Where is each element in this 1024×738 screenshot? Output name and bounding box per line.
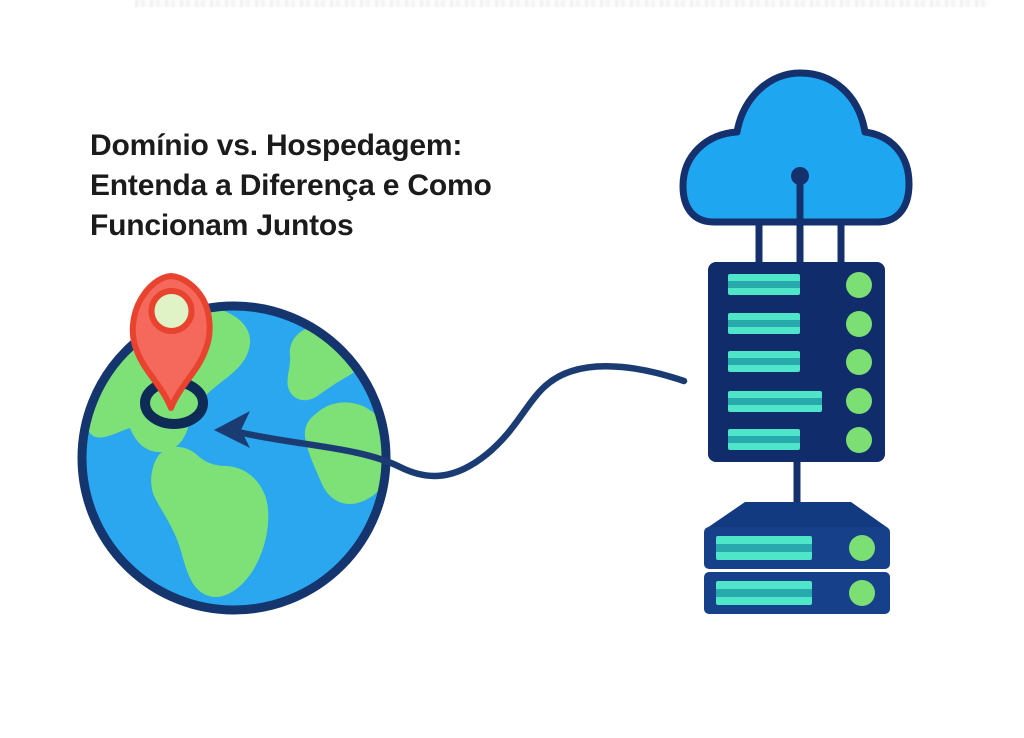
rack-led-3 bbox=[846, 349, 872, 375]
cropped-text-artifact bbox=[135, 0, 990, 7]
pin-inner-circle bbox=[148, 288, 195, 334]
storage-led-2 bbox=[849, 580, 875, 606]
rack-bar-3-stripe bbox=[728, 358, 800, 365]
cloud-icon bbox=[679, 69, 913, 266]
title-line-2: Entenda a Diferença e Como bbox=[90, 169, 492, 202]
storage-server-icon bbox=[704, 502, 890, 614]
storage-bar-1-stripe bbox=[716, 544, 812, 552]
title-line-3: Funcionam Juntos bbox=[90, 209, 354, 242]
cloud-shape bbox=[679, 69, 913, 226]
rack-led-1 bbox=[846, 272, 872, 298]
globe-icon bbox=[77, 301, 391, 615]
storage-led-1 bbox=[849, 535, 875, 561]
connection-arrow-icon bbox=[214, 362, 688, 480]
rack-bar-1-stripe bbox=[728, 281, 800, 288]
rack-led-2 bbox=[846, 311, 872, 337]
page-title: Domínio vs. Hospedagem: Entenda a Difere… bbox=[90, 126, 492, 246]
location-pin-icon bbox=[129, 273, 213, 411]
title-line-1: Domínio vs. Hospedagem: bbox=[90, 129, 463, 162]
rack-bar-2-stripe bbox=[728, 320, 800, 327]
connection-arrow-curve bbox=[234, 362, 688, 480]
storage-top-panel bbox=[707, 502, 888, 528]
rack-bar-5-stripe bbox=[728, 436, 800, 443]
rack-led-5 bbox=[846, 427, 872, 453]
cloud-node-dot bbox=[791, 167, 809, 185]
continent-south-america bbox=[151, 446, 269, 598]
server-rack-icon bbox=[708, 262, 885, 462]
rack-led-4 bbox=[846, 388, 872, 414]
arrowhead bbox=[214, 411, 250, 448]
rack-bar-4-stripe bbox=[728, 398, 822, 405]
storage-bar-2-stripe bbox=[716, 589, 812, 597]
